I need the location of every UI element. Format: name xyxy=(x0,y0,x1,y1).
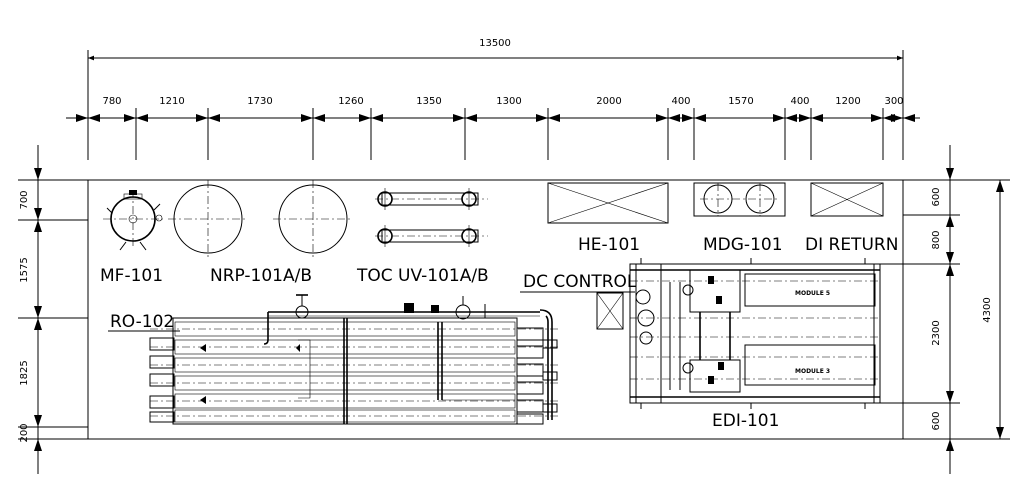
di-return-unit xyxy=(810,182,884,217)
segment-arrowhead xyxy=(548,114,560,122)
mdg-101-label: MDG-101 xyxy=(703,235,783,255)
segment-ticks xyxy=(76,108,915,160)
segment-dim-7: 2000 xyxy=(596,96,621,107)
segment-arrowhead xyxy=(301,114,313,122)
left-dim-2: 1575 xyxy=(19,257,30,282)
segment-arrowhead xyxy=(196,114,208,122)
right-dim-overall: 4300 xyxy=(982,297,993,322)
segment-arrowhead xyxy=(359,114,371,122)
left-dim-1: 700 xyxy=(19,190,30,209)
segment-arrowhead xyxy=(124,114,136,122)
segment-arrowhead xyxy=(371,114,383,122)
segment-dim-3: 1730 xyxy=(247,96,272,107)
segment-dim-8: 400 xyxy=(671,96,690,107)
segment-dim-2: 1210 xyxy=(159,96,184,107)
segment-dim-5: 1350 xyxy=(416,96,441,107)
ro-102-label: RO-102 xyxy=(110,312,174,332)
segment-arrowhead xyxy=(668,114,680,122)
di-return-label: DI RETURN xyxy=(805,235,898,255)
right-dim-3: 2300 xyxy=(931,320,942,345)
left-dim-4: 200 xyxy=(19,423,30,442)
right-dimensions: 600 800 2300 600 4300 xyxy=(880,145,1010,474)
segment-arrowhead xyxy=(136,114,148,122)
segment-arrowhead xyxy=(76,114,88,122)
mdg-101-degasser xyxy=(693,182,786,217)
segment-arrowhead xyxy=(682,114,694,122)
right-dim-4: 600 xyxy=(931,411,942,430)
segment-arrowhead xyxy=(313,114,325,122)
mf-101-label: MF-101 xyxy=(100,266,163,286)
left-dim-3: 1825 xyxy=(19,360,30,385)
he-101-exchanger xyxy=(547,182,669,224)
segment-arrowhead xyxy=(903,114,915,122)
nrp-101-tanks xyxy=(168,180,353,258)
segment-dim-9: 1570 xyxy=(728,96,753,107)
segment-arrowhead xyxy=(871,114,883,122)
nrp-101-label: NRP-101A/B xyxy=(210,266,312,286)
segment-dim-12: 300 xyxy=(884,96,903,107)
segment-arrowhead xyxy=(785,114,797,122)
segment-arrowhead xyxy=(811,114,823,122)
segment-arrowhead xyxy=(773,114,785,122)
segment-arrowhead xyxy=(453,114,465,122)
segment-arrowhead xyxy=(694,114,706,122)
segment-arrowhead xyxy=(656,114,668,122)
segment-dim-1: 780 xyxy=(102,96,121,107)
module-5-label: MODULE 5 xyxy=(795,290,830,297)
toc-uv-label: TOC UV-101A/B xyxy=(356,266,489,286)
segment-dimension-line: 780 1210 1730 1260 1350 1300 2000 400 15… xyxy=(66,96,920,160)
segment-arrowhead xyxy=(208,114,220,122)
segment-arrowhead xyxy=(799,114,811,122)
dc-control-panel xyxy=(520,291,635,330)
segment-arrowhead xyxy=(536,114,548,122)
segment-arrowhead xyxy=(891,114,903,122)
left-dimensions: 700 1575 1825 200 xyxy=(18,145,88,474)
he-101-label: HE-101 xyxy=(578,235,640,255)
module-3-label: MODULE 3 xyxy=(795,368,830,375)
segment-arrowhead xyxy=(88,114,100,122)
right-dim-2: 800 xyxy=(931,230,942,249)
segment-labels: 780 1210 1730 1260 1350 1300 2000 400 15… xyxy=(102,96,903,107)
segment-dim-6: 1300 xyxy=(496,96,521,107)
segment-dim-4: 1260 xyxy=(338,96,363,107)
dc-control-label: DC CONTROL xyxy=(523,272,637,292)
mf-101-filter xyxy=(103,190,163,251)
edi-101-unit xyxy=(629,258,881,409)
segment-arrowhead xyxy=(465,114,477,122)
overall-dimension-text: 13500 xyxy=(479,38,511,49)
toc-uv-units xyxy=(375,188,488,247)
ro-102-unit xyxy=(149,294,560,425)
skid-outline xyxy=(87,179,904,440)
edi-101-label: EDI-101 xyxy=(712,411,779,431)
segment-dim-11: 1200 xyxy=(835,96,860,107)
right-dim-1: 600 xyxy=(931,187,942,206)
segment-dim-10: 400 xyxy=(790,96,809,107)
